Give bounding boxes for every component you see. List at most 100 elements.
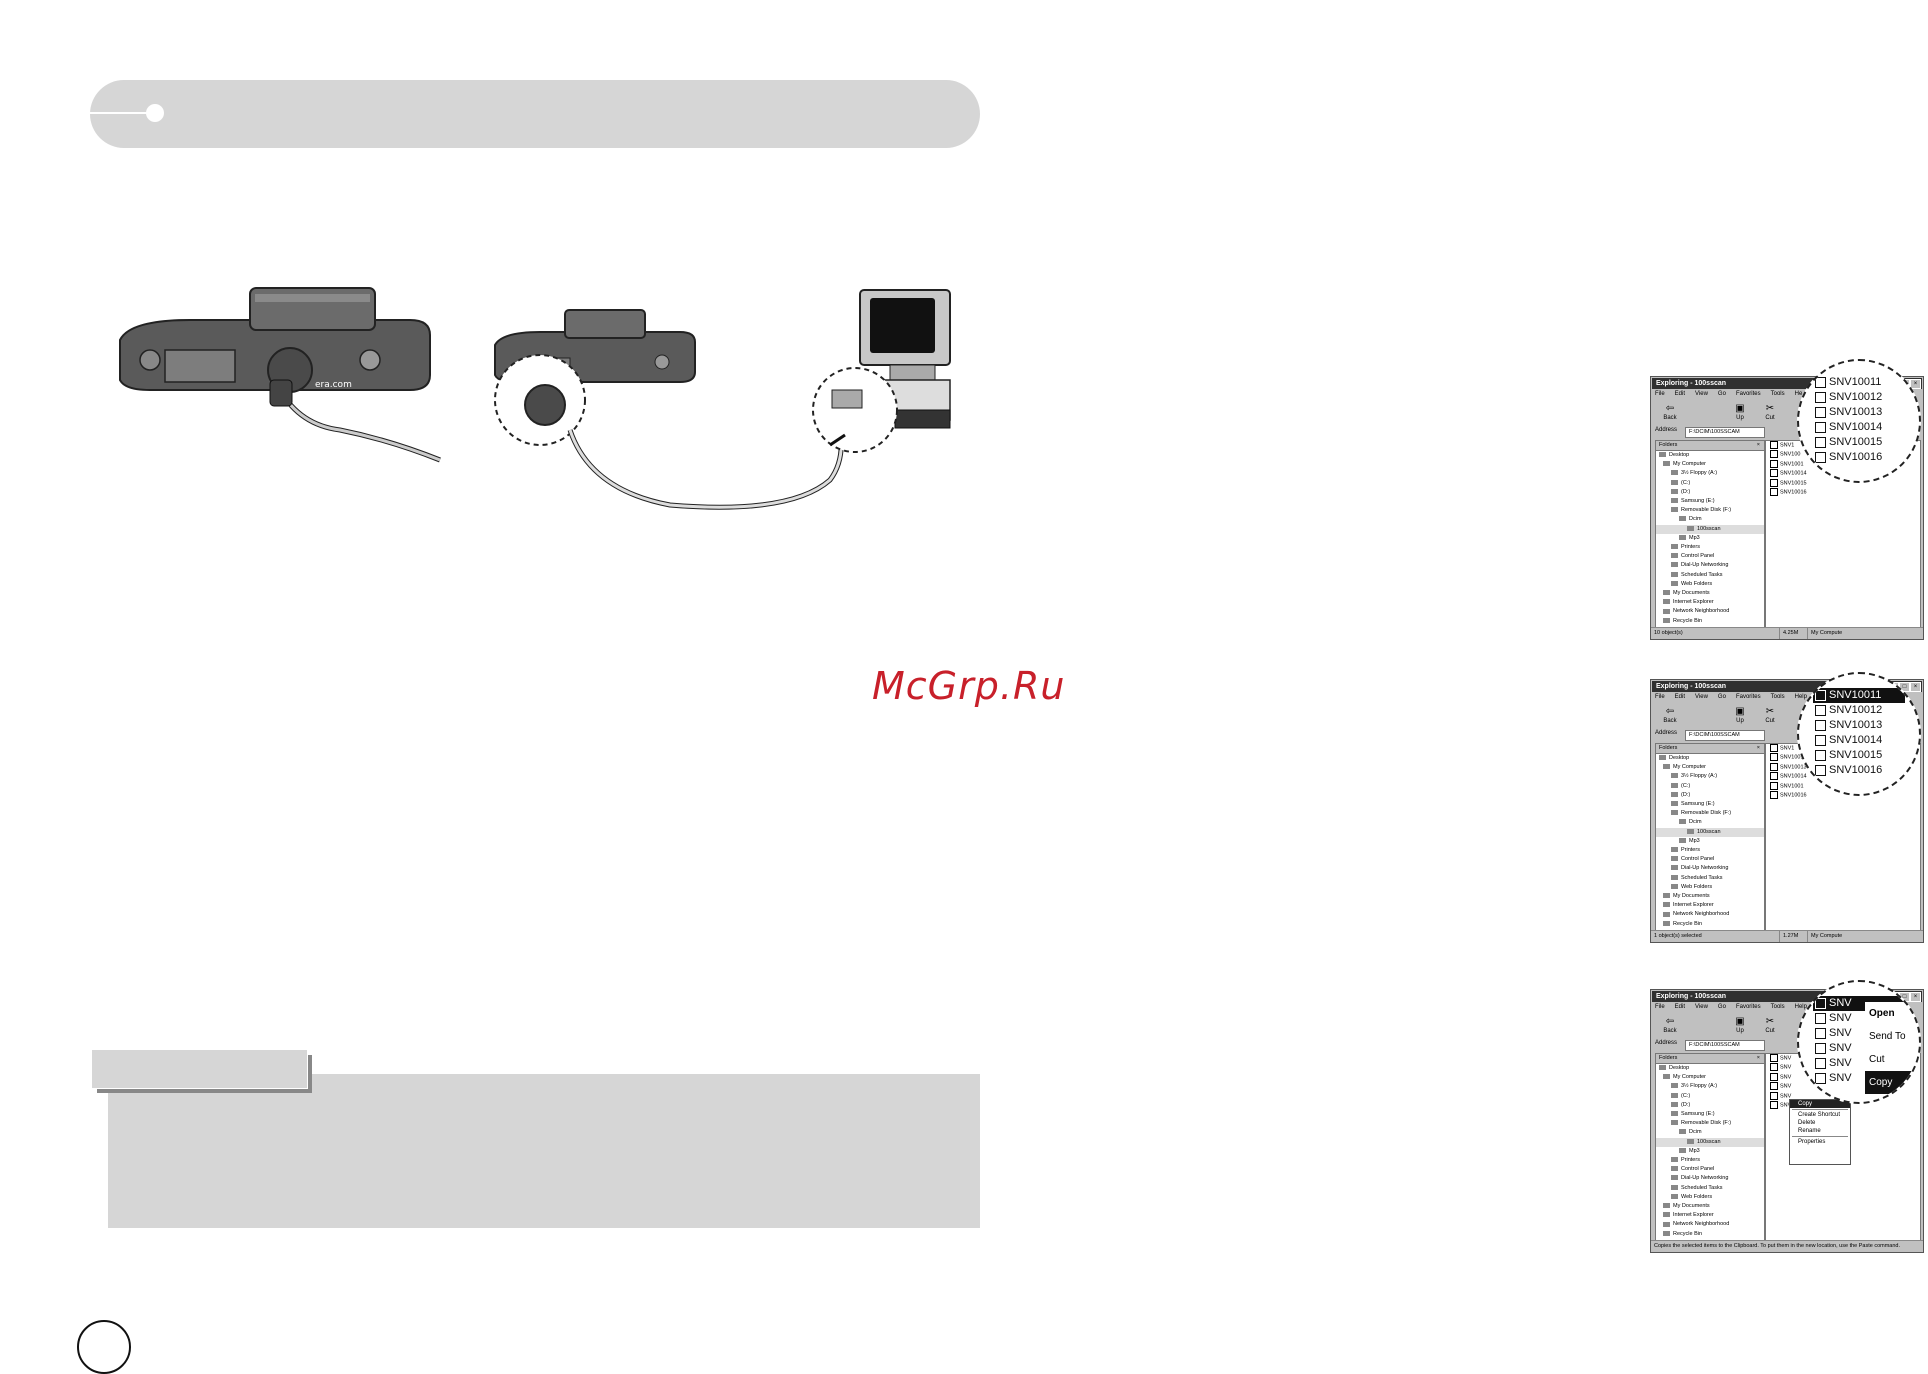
up-button[interactable]: ▣Up (1725, 403, 1755, 421)
context-menu-item[interactable]: Copy (1790, 1100, 1850, 1108)
folder-tree-item[interactable]: Dial-Up Networking (1656, 1174, 1764, 1183)
zoom-file-item[interactable]: SNV10011 (1813, 688, 1905, 703)
folder-tree-item[interactable]: My Computer (1656, 460, 1764, 469)
file-item[interactable]: SNV (1766, 1063, 1920, 1072)
folder-tree-item[interactable]: Control Panel (1656, 1165, 1764, 1174)
folder-tree-item[interactable]: Recycle Bin (1656, 1230, 1764, 1239)
menu-item[interactable]: Favorites (1735, 1004, 1761, 1010)
file-item[interactable]: SNV (1766, 1072, 1920, 1082)
menu-item[interactable]: Go (1717, 694, 1726, 700)
zoom-menu-item[interactable]: Open (1869, 1008, 1895, 1019)
folder-tree-item[interactable]: (D:) (1656, 488, 1764, 497)
folder-tree-item[interactable]: My Documents (1656, 589, 1764, 598)
folder-tree-item[interactable]: Control Panel (1656, 855, 1764, 864)
folder-tree-item[interactable]: Scheduled Tasks (1656, 874, 1764, 883)
file-item[interactable]: SNV (1766, 1082, 1920, 1091)
cut-button[interactable]: ✂Cut (1755, 706, 1785, 724)
folder-tree-item[interactable]: Desktop (1656, 451, 1764, 460)
menu-item[interactable]: Edit (1674, 391, 1686, 397)
menu-item[interactable]: Tools (1770, 694, 1785, 700)
file-item[interactable]: SNV10013 (1766, 762, 1920, 772)
up-button[interactable]: ▣Up (1725, 1016, 1755, 1034)
folder-tree-item[interactable]: Web Folders (1656, 883, 1764, 892)
menu-item[interactable]: File (1655, 1004, 1665, 1010)
folder-tree-item[interactable]: Dial-Up Networking (1656, 561, 1764, 570)
folder-tree-item[interactable]: Network Neighborhood (1656, 607, 1764, 616)
file-item[interactable]: SNV (1766, 1101, 1920, 1110)
folder-tree-item[interactable]: Web Folders (1656, 580, 1764, 589)
zoom-file-item[interactable]: SNV10015 (1813, 435, 1905, 450)
address-field[interactable]: F:\DCIM\100SSCAM (1685, 730, 1765, 741)
zoom-menu-item[interactable]: Cut (1869, 1054, 1885, 1065)
folder-tree-item[interactable]: Internet Explorer (1656, 901, 1764, 910)
folder-tree-item[interactable]: Removable Disk (F:) (1656, 1119, 1764, 1128)
zoom-file-item[interactable]: SNV10013 (1813, 405, 1905, 420)
menu-item[interactable]: Edit (1674, 1004, 1686, 1010)
folder-tree-item[interactable]: Internet Explorer (1656, 598, 1764, 607)
menu-item[interactable]: Tools (1770, 1004, 1785, 1010)
folder-tree-item[interactable]: 3½ Floppy (A:) (1656, 469, 1764, 478)
folder-tree-item[interactable]: Dial-Up Networking (1656, 864, 1764, 873)
zoom-file-item[interactable]: SNV10016 (1813, 763, 1905, 778)
menu-item[interactable]: Go (1717, 1004, 1726, 1010)
file-item[interactable]: SNV1 (1766, 441, 1920, 450)
file-item[interactable]: SNV (1766, 1091, 1920, 1101)
folder-tree-item[interactable]: 100sscan (1656, 827, 1764, 837)
folder-tree-item[interactable]: Desktop (1656, 1064, 1764, 1073)
zoom-file-item[interactable]: SNV10013 (1813, 718, 1905, 733)
cut-button[interactable]: ✂Cut (1755, 403, 1785, 421)
context-menu-item[interactable]: Create Shortcut (1798, 1112, 1841, 1118)
folder-tree-item[interactable]: Desktop (1656, 754, 1764, 763)
file-item[interactable]: SNV10014 (1766, 469, 1920, 478)
file-item[interactable]: SNV100 (1766, 450, 1920, 459)
file-item[interactable]: SNV10016 (1766, 488, 1920, 497)
close-icon[interactable]: × (1756, 745, 1760, 751)
folder-tree-item[interactable]: (C:) (1656, 782, 1764, 791)
folder-tree-item[interactable]: Scheduled Tasks (1656, 571, 1764, 580)
file-item[interactable]: SNV10015 (1766, 478, 1920, 488)
folder-tree-item[interactable]: Control Panel (1656, 552, 1764, 561)
zoom-file-item[interactable]: SNV10016 (1813, 450, 1905, 465)
folder-tree-item[interactable]: (C:) (1656, 479, 1764, 488)
folder-tree-item[interactable]: My Documents (1656, 1202, 1764, 1211)
back-button[interactable]: ⇦Back (1655, 706, 1685, 724)
zoom-file-item[interactable]: SNV10012 (1813, 390, 1905, 405)
file-item[interactable]: SNV1001 (1766, 753, 1920, 762)
menu-item[interactable]: File (1655, 391, 1665, 397)
folder-tree-item[interactable]: Samsung (E:) (1656, 800, 1764, 809)
folder-tree-item[interactable]: Removable Disk (F:) (1656, 809, 1764, 818)
close-button[interactable]: × (1910, 379, 1921, 389)
folder-tree-item[interactable]: Mp3 (1656, 837, 1764, 846)
menu-item[interactable]: View (1695, 1004, 1708, 1010)
folder-tree-item[interactable]: Internet Explorer (1656, 1211, 1764, 1220)
close-button[interactable]: × (1910, 682, 1921, 692)
folder-tree-item[interactable]: Dcim (1656, 1128, 1764, 1137)
address-field[interactable]: F:\DCIM\100SSCAM (1685, 427, 1765, 438)
zoom-file-item[interactable]: SNV10015 (1813, 748, 1905, 763)
zoom-file-item[interactable]: SNV (1813, 1011, 1905, 1026)
folder-tree-item[interactable]: Mp3 (1656, 1147, 1764, 1156)
menu-item[interactable]: View (1695, 391, 1708, 397)
back-button[interactable]: ⇦Back (1655, 1016, 1685, 1034)
context-menu-item[interactable]: Rename (1798, 1128, 1821, 1134)
folder-tree-item[interactable]: Samsung (E:) (1656, 497, 1764, 506)
folder-tree-item[interactable]: Printers (1656, 1156, 1764, 1165)
zoom-file-item[interactable]: SNV10014 (1813, 420, 1905, 435)
folder-tree-item[interactable]: My Computer (1656, 1073, 1764, 1082)
folder-tree-item[interactable]: Samsung (E:) (1656, 1110, 1764, 1119)
folder-tree-item[interactable]: Mp3 (1656, 534, 1764, 543)
zoom-menu-item[interactable]: Send To (1869, 1031, 1906, 1042)
menu-item[interactable]: Edit (1674, 694, 1686, 700)
menu-item[interactable]: File (1655, 694, 1665, 700)
folder-tree-item[interactable]: My Computer (1656, 763, 1764, 772)
close-icon[interactable]: × (1756, 1055, 1760, 1061)
menu-item[interactable]: Go (1717, 391, 1726, 397)
file-item[interactable]: SNV10014 (1766, 772, 1920, 781)
folder-tree-item[interactable]: (C:) (1656, 1092, 1764, 1101)
folder-tree-item[interactable]: Dcim (1656, 515, 1764, 524)
context-menu-item[interactable]: Properties (1798, 1139, 1826, 1145)
folder-tree-item[interactable]: Printers (1656, 543, 1764, 552)
zoom-file-item[interactable]: SNV (1813, 1041, 1905, 1056)
close-icon[interactable]: × (1756, 442, 1760, 448)
folder-tree-item[interactable]: My Documents (1656, 892, 1764, 901)
